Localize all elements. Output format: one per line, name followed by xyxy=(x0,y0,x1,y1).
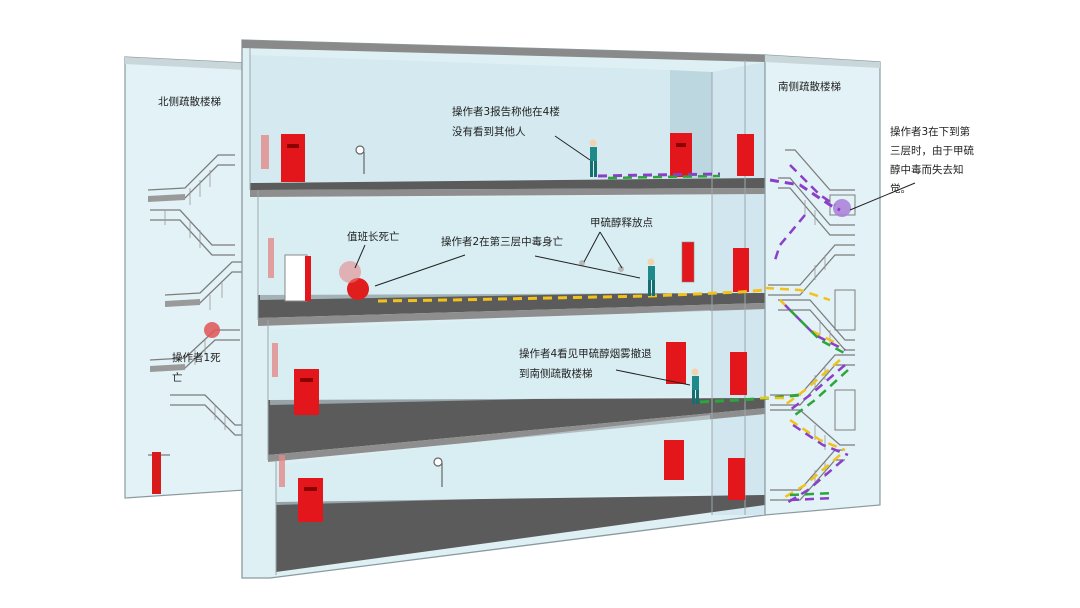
north-stairwell xyxy=(124,56,246,499)
operator4-retreat-line1: 操作者4看见甲硫醇烟雾撤退 xyxy=(519,348,652,360)
doors xyxy=(261,133,847,522)
door-f3-right xyxy=(733,248,749,292)
supervisor-death-label: 值班长死亡 xyxy=(347,231,400,243)
door-f1-left xyxy=(298,478,323,522)
release-point-marker xyxy=(579,260,585,266)
door-f4-middle xyxy=(670,133,692,177)
operator3-collapse-label: 操作者3在下到第三层时，由于甲硫醇中毒而失去知觉。 xyxy=(890,126,974,195)
leader-lines xyxy=(354,135,916,386)
door-f4-left xyxy=(281,134,305,182)
supervisor-victim-marker xyxy=(347,278,369,300)
operator1-death-label: 操作者1死亡 xyxy=(172,352,221,384)
operator4-figure xyxy=(691,368,699,404)
evacuation-paths xyxy=(377,164,849,506)
door-f3-open xyxy=(284,254,308,302)
operator4-retreat-line2: 到南侧疏散楼梯 xyxy=(519,368,593,380)
path-floor3-yellow xyxy=(377,288,766,303)
operator2-figure xyxy=(647,258,655,296)
door-f3-middle xyxy=(681,241,695,283)
fixtures xyxy=(355,145,443,487)
south-stair-label: 南侧疏散楼梯 xyxy=(778,81,841,93)
operator1-marker xyxy=(204,322,220,338)
people xyxy=(339,139,699,404)
door-f4-right xyxy=(737,134,754,176)
operator3-report-line2: 没有看到其他人 xyxy=(452,126,526,138)
path-operator3-stair xyxy=(769,178,841,212)
operator3-collapse-marker xyxy=(833,199,851,217)
path-operator4-f2 xyxy=(699,393,801,404)
operator3-report-line1: 操作者3报告称他在4楼 xyxy=(452,106,560,118)
operator3-figure xyxy=(589,139,597,177)
release-point-label: 甲硫醇释放点 xyxy=(590,217,653,229)
door-f1-middle xyxy=(664,440,684,480)
door-f2-middle xyxy=(666,342,686,384)
path-operator3-f4 xyxy=(597,172,721,178)
north-stair-door xyxy=(152,452,161,494)
north-stair-label: 北侧疏散楼梯 xyxy=(158,96,221,108)
door-f2-left xyxy=(294,369,319,415)
operator2-death-label: 操作者2在第三层中毒身亡 xyxy=(441,236,564,248)
door-f2-right xyxy=(730,352,747,395)
door-f1-right xyxy=(728,458,745,500)
